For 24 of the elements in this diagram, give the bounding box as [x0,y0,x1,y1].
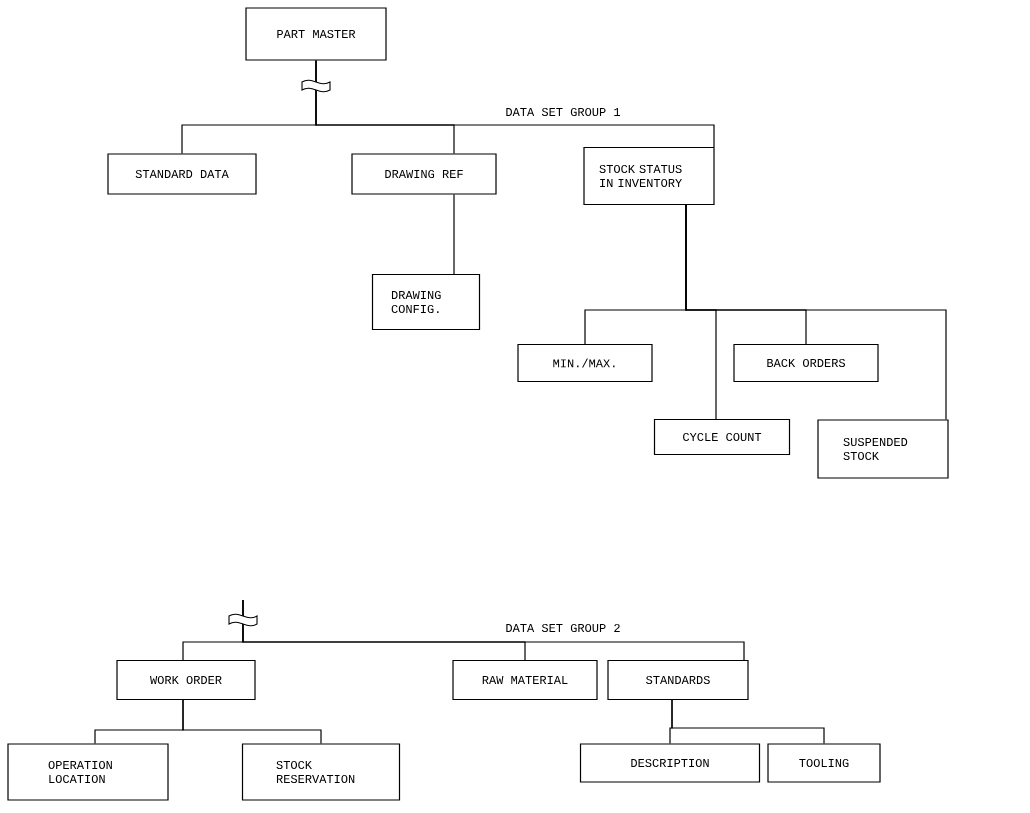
record-box: DRAWING CONFIG. [371,273,481,331]
record-box: SUSPENDED STOCK [817,419,949,479]
record-box: RAW MATERIAL [452,659,598,701]
record-box: PART MASTER [245,7,387,61]
group-label: DATA SET GROUP 2 [506,623,620,633]
record-box: DRAWING REF [351,153,497,195]
record-box: OPERATION LOCATION [7,743,169,801]
record-box: STOCK RESERVATION [241,743,401,801]
connector-line [453,194,455,275]
record-box: STANDARDS [607,659,749,701]
connector-line [685,204,947,420]
record-box: STANDARD DATA [107,153,257,195]
record-box: BACK ORDERS [733,343,879,383]
record-box: DESCRIPTION [579,743,761,783]
record-box: WORK ORDER [116,659,256,701]
record-box: CYCLE COUNT [653,418,791,456]
connector-line [182,699,322,744]
connector-line [671,699,825,744]
connector-line [242,599,745,661]
connector-line [315,60,715,148]
record-box: STOCK STATUS IN INVENTORY [583,146,715,206]
record-box: TOOLING [767,743,881,783]
group-label: DATA SET GROUP 1 [506,107,620,117]
record-box: MIN./MAX. [517,343,653,383]
